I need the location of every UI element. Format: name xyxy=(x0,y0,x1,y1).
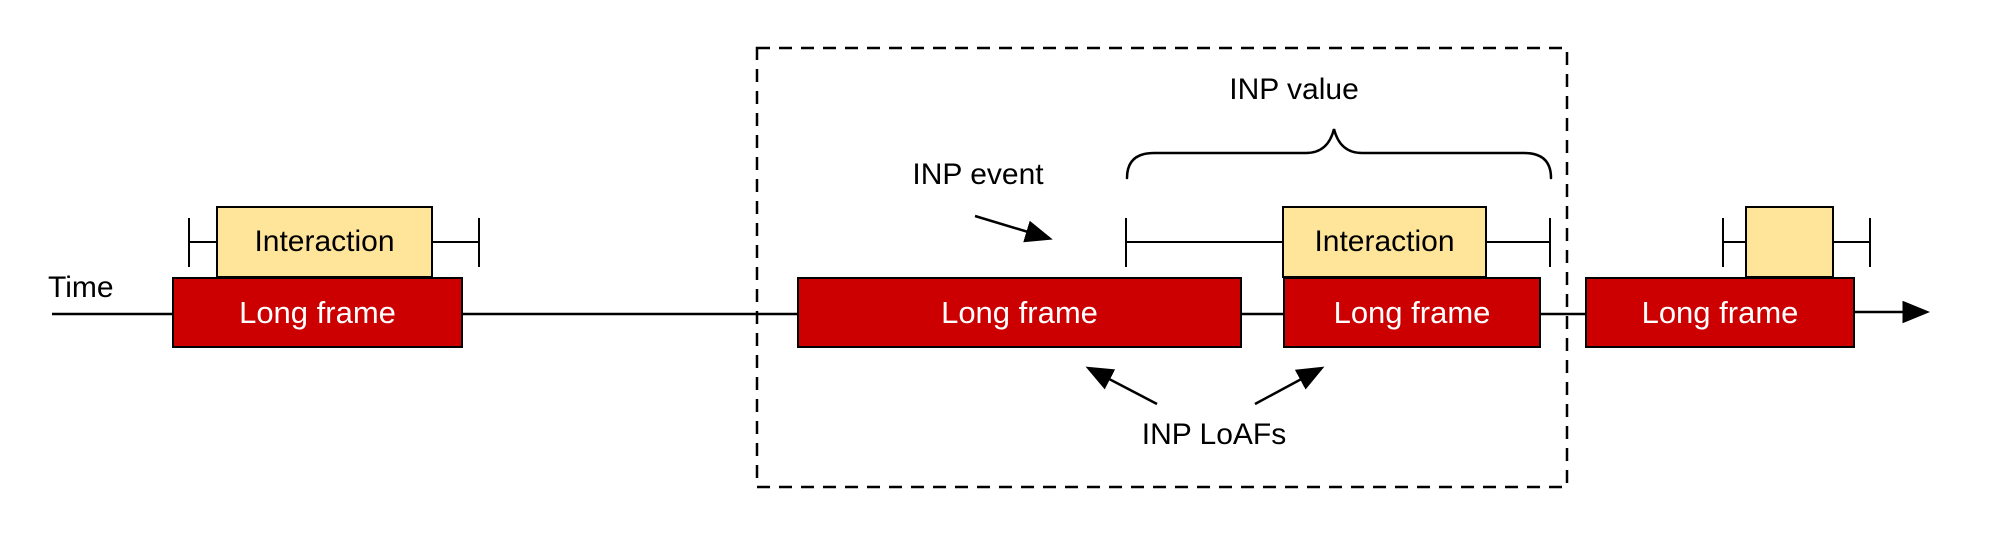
inp-event-label: INP event xyxy=(912,158,1044,191)
interaction-box-1: Interaction xyxy=(216,206,433,278)
interaction1-left-tick xyxy=(189,241,217,243)
long-frame-box-2-inp-loaf: Long frame xyxy=(797,277,1242,348)
long-frame-box-4: Long frame xyxy=(1585,277,1855,348)
inp-loafs-label: INP LoAFs xyxy=(1141,418,1287,451)
interaction3-right-tick xyxy=(1833,241,1870,243)
inp-event-to-interaction-tick xyxy=(1126,241,1283,243)
inp-loafs-arrow-right xyxy=(1254,366,1325,406)
interaction-box-2-inp: Interaction xyxy=(1282,206,1487,278)
inp-loafs-arrow-left xyxy=(1085,366,1158,406)
long-frame-box-3-inp-loaf: Long frame xyxy=(1283,277,1541,348)
inp-value-brace xyxy=(1125,128,1553,180)
interaction1-right-tick xyxy=(432,241,479,243)
interaction3-left-tick xyxy=(1723,241,1746,243)
interaction2-right-tick xyxy=(1486,241,1550,243)
inp-event-arrow xyxy=(974,214,1053,243)
time-axis-label: Time xyxy=(48,271,114,304)
interaction-box-3-unlabeled xyxy=(1745,206,1834,278)
long-frame-box-1: Long frame xyxy=(172,277,463,348)
inp-value-label: INP value xyxy=(1229,73,1359,106)
interaction3-right-whisker xyxy=(1869,218,1871,267)
interaction1-right-whisker xyxy=(478,218,480,267)
